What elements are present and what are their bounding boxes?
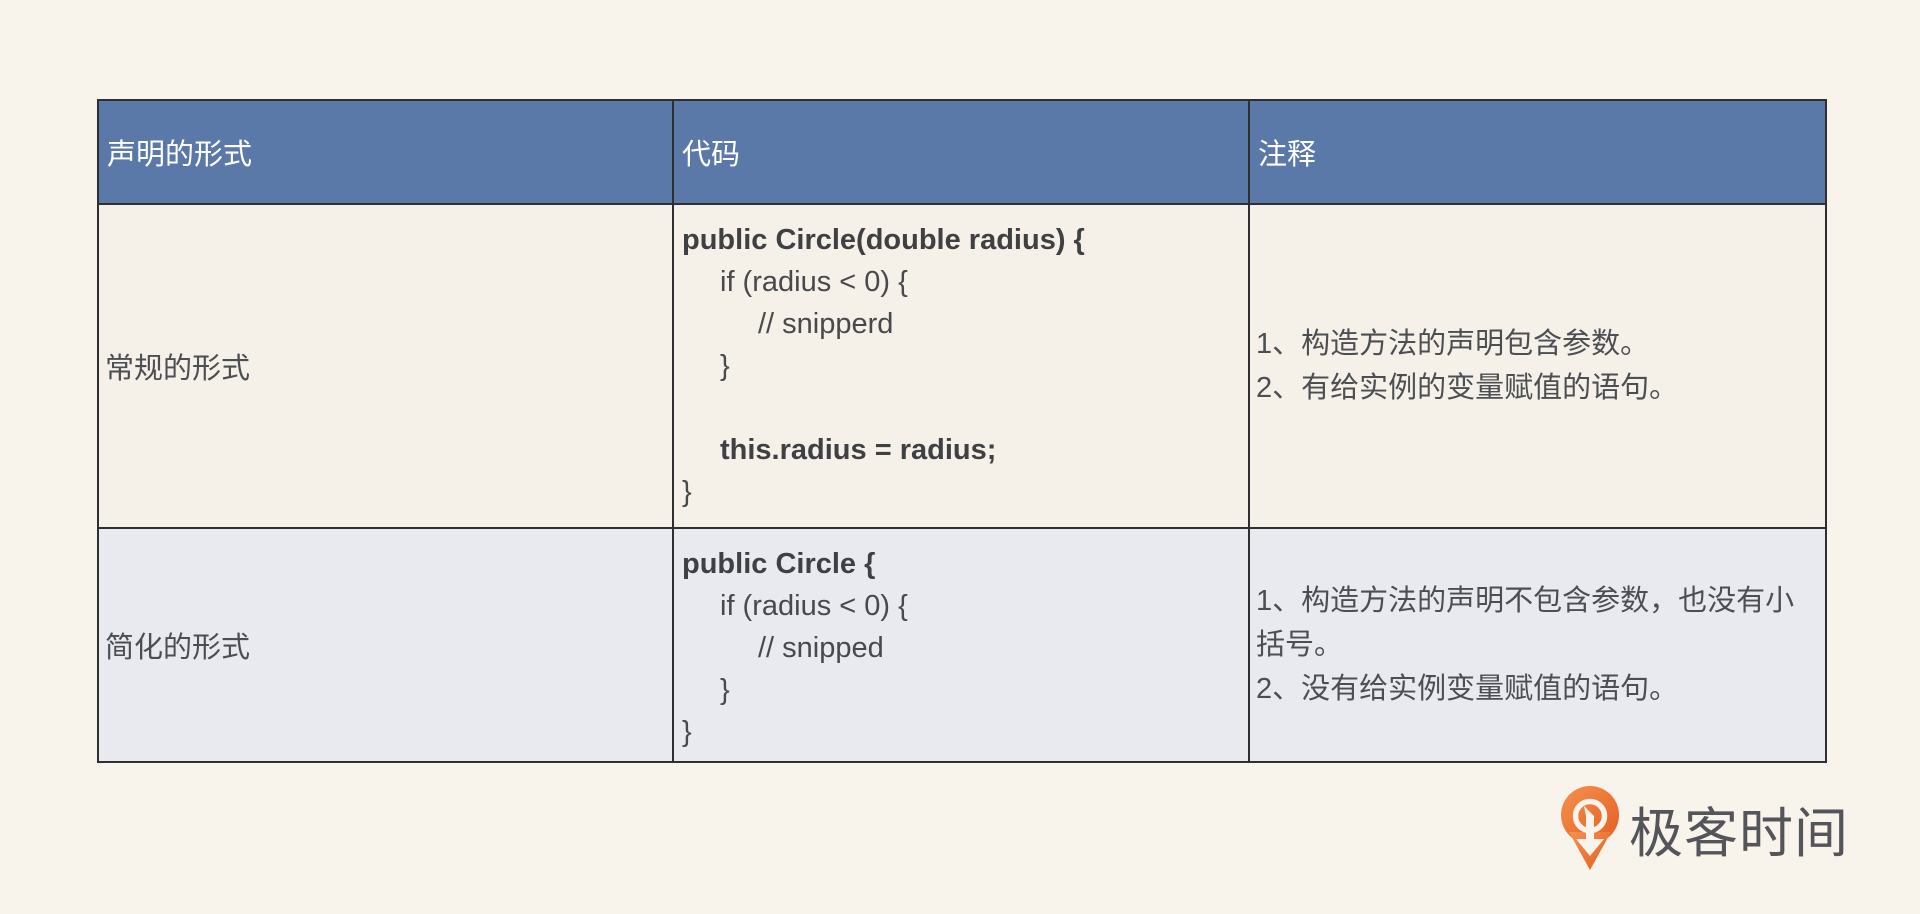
table-row-simplified-form: 简化的形式 public Circle { if (radius < 0) { … xyxy=(97,527,1827,763)
header-cell-notes: 注释 xyxy=(1248,99,1827,205)
code-line: } xyxy=(682,716,692,748)
header-cell-declaration-form: 声明的形式 xyxy=(97,99,674,205)
code-line: this.radius = radius; xyxy=(720,434,997,466)
note-line: 2、有给实例的变量赋值的语句。 xyxy=(1256,372,1679,404)
code-line: // snipperd xyxy=(758,308,894,340)
code-line: // snipped xyxy=(758,632,884,664)
code-line: public Circle(double radius) { xyxy=(682,224,1085,256)
table-row-regular-form: 常规的形式 public Circle(double radius) { if … xyxy=(97,203,1827,529)
constructor-forms-table-wrap: 声明的形式 代码 注释 常规的形式 public Circle(double r… xyxy=(97,99,1827,763)
table-header-row: 声明的形式 代码 注释 xyxy=(97,99,1827,205)
code-line-blank xyxy=(682,387,1242,429)
code-line: public Circle { xyxy=(682,548,876,580)
code-line: } xyxy=(682,476,692,508)
form-label-simplified: 简化的形式 xyxy=(97,527,674,763)
form-label-regular: 常规的形式 xyxy=(97,203,674,529)
code-line: } xyxy=(720,674,730,706)
note-line: 1、构造方法的声明包含参数。 xyxy=(1256,328,1650,360)
notes-cell-regular: 1、构造方法的声明包含参数。 2、有给实例的变量赋值的语句。 xyxy=(1248,203,1827,529)
geektime-pin-arrow-icon xyxy=(1561,786,1619,870)
geektime-logo: 极客时间 xyxy=(1561,786,1849,870)
header-cell-code: 代码 xyxy=(672,99,1250,205)
code-line: if (radius < 0) { xyxy=(720,590,908,622)
geektime-logo-text: 极客时间 xyxy=(1629,803,1849,864)
code-line: if (radius < 0) { xyxy=(720,266,908,298)
note-line: 2、没有给实例变量赋值的语句。 xyxy=(1256,673,1679,705)
code-line: } xyxy=(720,350,730,382)
code-cell-simplified: public Circle { if (radius < 0) { // sni… xyxy=(672,527,1250,763)
constructor-forms-table: 声明的形式 代码 注释 常规的形式 public Circle(double r… xyxy=(97,99,1827,763)
note-line: 1、构造方法的声明不包含参数，也没有小括号。 xyxy=(1256,585,1795,661)
code-cell-regular: public Circle(double radius) { if (radiu… xyxy=(672,203,1250,529)
notes-cell-simplified: 1、构造方法的声明不包含参数，也没有小括号。 2、没有给实例变量赋值的语句。 xyxy=(1248,527,1827,763)
